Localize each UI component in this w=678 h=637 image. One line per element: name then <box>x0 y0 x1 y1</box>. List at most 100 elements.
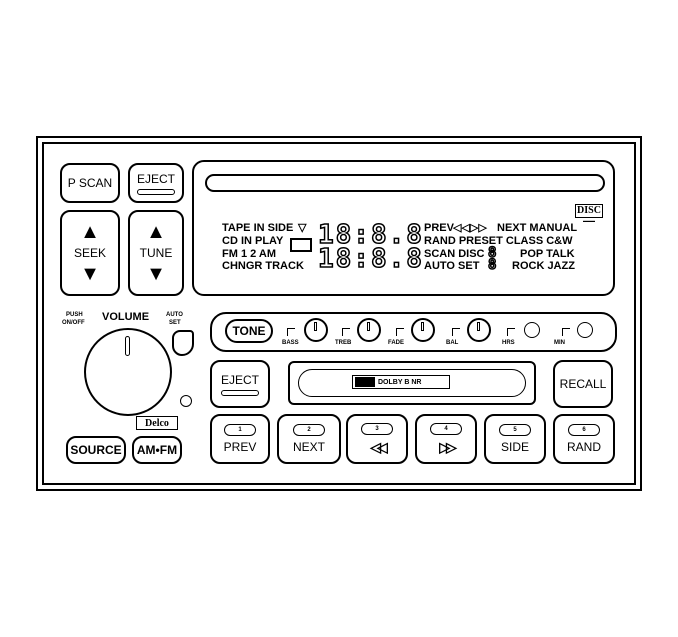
tune-label: TUNE <box>139 246 173 260</box>
display-row3-right-a: SCAN DISC <box>424 248 485 260</box>
tone-label: TONE <box>232 324 266 338</box>
recall-label: RECALL <box>559 377 607 391</box>
min-label: MIN <box>554 340 565 346</box>
tone-strip <box>210 312 617 352</box>
radio-inner-frame <box>42 142 636 485</box>
display-panel <box>192 160 615 296</box>
fast-forward-icon: ▷▷ <box>439 438 456 455</box>
display-row1-right-a: PREV <box>424 222 454 234</box>
tune-button[interactable]: ▲ TUNE ▼ <box>128 210 184 296</box>
eject-cd-bar <box>137 188 175 195</box>
tone-button[interactable]: TONE <box>225 319 273 343</box>
dolby-icon <box>355 377 375 387</box>
source-label: SOURCE <box>70 443 122 457</box>
preset-5-number: 5 <box>499 424 531 436</box>
tune-down-icon[interactable]: ▼ <box>146 263 166 285</box>
cd-logo-text: DISC <box>575 204 603 218</box>
disc-indicator-icon <box>290 238 312 252</box>
p-scan-label: P SCAN <box>67 176 113 190</box>
volume-pointer-icon <box>125 336 130 356</box>
bal-label: BAL <box>446 340 459 346</box>
set-label: SET <box>169 320 181 326</box>
bass-marker-icon <box>287 328 295 336</box>
eject-cd-label: EJECT <box>136 171 175 186</box>
cassette-door[interactable] <box>288 361 536 405</box>
seek-down-icon[interactable]: ▼ <box>80 263 100 285</box>
volume-label: VOLUME <box>102 311 150 323</box>
bass-knob-pointer-icon <box>314 322 317 331</box>
min-button[interactable] <box>577 322 593 338</box>
auto-label: AUTO <box>166 312 183 318</box>
hrs-marker-icon <box>507 328 515 336</box>
rewind-icon: ◁◁ <box>370 438 387 455</box>
eject-tape-button[interactable]: EJECT <box>210 360 270 408</box>
min-marker-icon <box>562 328 570 336</box>
seek-up-icon[interactable]: ▲ <box>80 221 100 243</box>
indicator-dot <box>180 395 192 407</box>
delco-logo: Delco <box>136 416 178 430</box>
p-scan-button[interactable]: P SCAN <box>60 163 120 203</box>
cassette-slot <box>298 369 526 397</box>
radio-outer-frame <box>36 136 642 491</box>
dolby-badge: DOLBY B NR <box>352 375 450 389</box>
hrs-label: HRS <box>502 340 515 346</box>
fade-label: FADE <box>388 340 405 346</box>
cd-logo-icon: DISC ▬▬▬ <box>575 204 603 223</box>
source-button[interactable]: SOURCE <box>66 436 126 464</box>
push-label: PUSH <box>66 312 83 318</box>
display-row1-right-b: NEXT MANUAL <box>497 222 578 234</box>
display-row4-right-b: ROCK JAZZ <box>512 260 575 272</box>
bal-marker-icon <box>452 328 460 336</box>
cd-slot[interactable] <box>205 174 605 192</box>
hrs-button[interactable] <box>524 322 540 338</box>
eject-tape-label: EJECT <box>220 372 259 387</box>
preset-5-label: SIDE <box>500 440 529 454</box>
preset-1-number: 1 <box>224 424 256 436</box>
preset-3-number: 3 <box>361 422 393 435</box>
eject-tape-bar <box>221 389 259 396</box>
display-row2-right: RAND PRESET CLASS C&W <box>424 235 573 247</box>
eject-cd-button[interactable]: EJECT <box>128 163 184 203</box>
preset-5-button[interactable]: 5 SIDE <box>484 414 546 464</box>
auto-set-button[interactable] <box>172 330 194 356</box>
delco-logo-text: Delco <box>145 417 169 429</box>
preset-6-number: 6 <box>568 424 600 436</box>
preset-2-label: NEXT <box>292 440 325 454</box>
preset-4-number: 4 <box>430 422 462 435</box>
rewind-ff-indicator-icon: ◁◁▷▷ <box>453 222 487 234</box>
treb-label: TREB <box>335 340 352 346</box>
display-row3-right-b: POP TALK <box>520 248 575 260</box>
volume-knob[interactable] <box>84 328 172 416</box>
bass-label: BASS <box>282 340 299 346</box>
preset-3-button[interactable]: 3 ◁◁ <box>346 414 408 464</box>
am-fm-label: AM•FM <box>136 443 178 457</box>
tune-up-icon[interactable]: ▲ <box>146 221 166 243</box>
display-row4-right-a: AUTO SET <box>424 260 480 272</box>
on-off-label: ON/OFF <box>62 320 85 326</box>
display-row1-left: TAPE IN SIDE <box>222 222 294 234</box>
am-fm-button[interactable]: AM•FM <box>132 436 182 464</box>
fade-marker-icon <box>396 328 404 336</box>
tape-in-side-icon: ▽ <box>298 222 307 234</box>
preset-6-label: RAND <box>566 440 601 454</box>
seek-button[interactable]: ▲ SEEK ▼ <box>60 210 120 296</box>
recall-button[interactable]: RECALL <box>553 360 613 408</box>
display-row4-left: CHNGR TRACK <box>222 260 304 272</box>
digits-bottom: 18:8.8 <box>317 244 424 274</box>
dolby-label: DOLBY B NR <box>378 378 422 386</box>
preset-1-label: PREV <box>223 440 257 454</box>
preset-1-button[interactable]: 1 PREV <box>210 414 270 464</box>
disc-digit-icon: 8 <box>487 245 499 261</box>
treb-knob-pointer-icon <box>367 322 370 331</box>
display-row3-left: FM 1 2 AM <box>222 248 276 260</box>
treb-marker-icon <box>342 328 350 336</box>
bal-knob-pointer-icon <box>477 322 480 331</box>
track-digit-icon: 8 <box>487 257 499 273</box>
preset-4-button[interactable]: 4 ▷▷ <box>415 414 477 464</box>
preset-2-button[interactable]: 2 NEXT <box>277 414 341 464</box>
preset-2-number: 2 <box>293 424 325 436</box>
preset-6-button[interactable]: 6 RAND <box>553 414 615 464</box>
seek-label: SEEK <box>73 246 106 260</box>
digits-top: 18:8.8 <box>317 220 424 250</box>
